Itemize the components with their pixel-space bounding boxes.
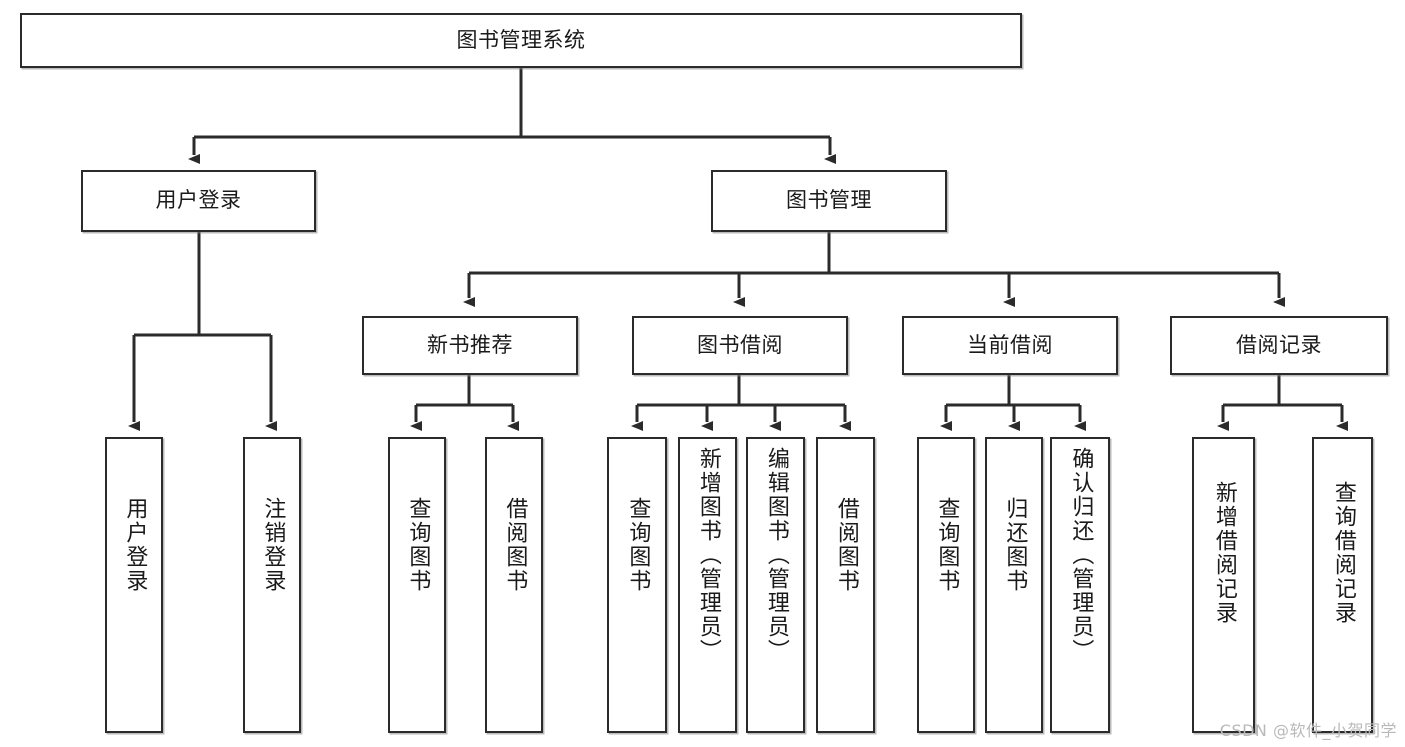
leaf-confirm-return[interactable]: 确认归还（管理员）	[1050, 437, 1110, 733]
leaf-add-book[interactable]: 新增图书（管理员）	[678, 437, 737, 733]
node-current-borrow-label: 当前借阅	[967, 332, 1053, 357]
node-root-label: 图书管理系统	[456, 27, 586, 52]
leaf-borrow-book-2-label: 借阅图书	[833, 497, 859, 593]
leaf-query-book-2[interactable]: 查询图书	[607, 437, 667, 733]
leaf-logout-login-label: 注销登录	[260, 497, 286, 593]
leaf-user-login-label: 用户登录	[122, 497, 148, 593]
leaf-query-book-1[interactable]: 查询图书	[388, 437, 446, 733]
leaf-borrow-book-2[interactable]: 借阅图书	[816, 437, 875, 733]
leaf-return-book-label: 归还图书	[1002, 497, 1028, 593]
node-user-login[interactable]: 用户登录	[81, 170, 316, 232]
leaf-edit-book[interactable]: 编辑图书（管理员）	[746, 437, 805, 733]
leaf-query-book-3-label: 查询图书	[934, 497, 960, 593]
node-book-manage[interactable]: 图书管理	[711, 170, 947, 232]
leaf-return-book[interactable]: 归还图书	[985, 437, 1043, 733]
node-borrow-record[interactable]: 借阅记录	[1170, 316, 1388, 375]
leaf-add-record[interactable]: 新增借阅记录	[1192, 437, 1255, 733]
leaf-edit-book-label: 编辑图书（管理员）	[763, 447, 789, 663]
leaf-confirm-return-label: 确认归还（管理员）	[1068, 447, 1094, 663]
leaf-borrow-book-1[interactable]: 借阅图书	[485, 437, 543, 733]
node-book-borrow[interactable]: 图书借阅	[632, 316, 848, 375]
leaf-query-book-2-label: 查询图书	[625, 497, 651, 593]
node-root[interactable]: 图书管理系统	[20, 13, 1022, 68]
node-new-book-rec-label: 新书推荐	[427, 332, 513, 357]
node-current-borrow[interactable]: 当前借阅	[902, 316, 1118, 375]
leaf-query-book-3[interactable]: 查询图书	[917, 437, 975, 733]
leaf-add-book-label: 新增图书（管理员）	[695, 447, 721, 663]
node-book-manage-label: 图书管理	[786, 188, 872, 213]
leaf-add-record-label: 新增借阅记录	[1211, 481, 1237, 625]
leaf-borrow-book-1-label: 借阅图书	[502, 497, 528, 593]
leaf-query-record-label: 查询借阅记录	[1330, 481, 1356, 625]
leaf-user-login[interactable]: 用户登录	[105, 437, 163, 733]
node-book-borrow-label: 图书借阅	[697, 332, 783, 357]
leaf-query-book-1-label: 查询图书	[405, 497, 431, 593]
node-user-login-label: 用户登录	[155, 188, 242, 213]
node-borrow-record-label: 借阅记录	[1236, 332, 1322, 357]
leaf-query-record[interactable]: 查询借阅记录	[1312, 437, 1373, 733]
node-new-book-rec[interactable]: 新书推荐	[362, 316, 578, 375]
leaf-logout-login[interactable]: 注销登录	[243, 437, 301, 733]
